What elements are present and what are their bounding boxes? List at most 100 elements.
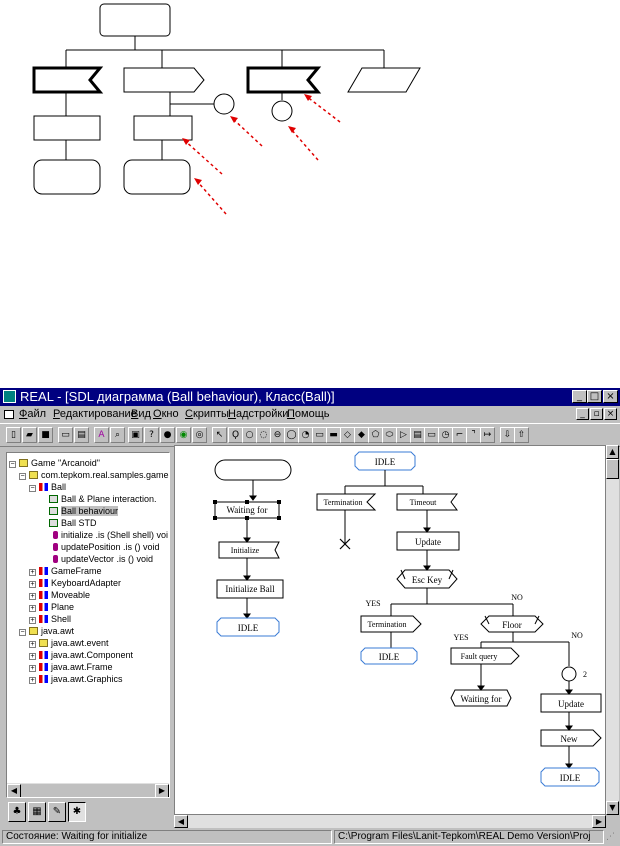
scroll-down-icon[interactable]: ▼ xyxy=(606,801,619,815)
canvas-horizontal-scrollbar[interactable]: ◀ ▶ xyxy=(174,815,606,828)
expand-icon[interactable]: + xyxy=(29,605,36,612)
tree-item-ball[interactable]: −Ball xyxy=(29,482,67,492)
arrow-up-icon[interactable]: ⇧ xyxy=(514,427,529,443)
child-close-button[interactable]: × xyxy=(604,408,617,420)
output-fault-query[interactable] xyxy=(450,647,520,665)
tree-item-initialize[interactable]: initialize .is (Shell shell) voi xyxy=(53,530,168,541)
task-update-2[interactable] xyxy=(540,693,602,713)
arrow-down-icon[interactable]: ⇩ xyxy=(500,427,515,443)
tree-item-shell[interactable]: +Shell xyxy=(29,614,72,624)
tool-timer-icon[interactable]: ◔ xyxy=(298,427,313,443)
decision-floor[interactable] xyxy=(480,615,544,633)
collapse-icon[interactable]: − xyxy=(19,473,26,480)
tree-item-java-awt-graphics[interactable]: +java.awt.Graphics xyxy=(29,674,123,684)
tool-join-icon[interactable]: ⌝ xyxy=(466,427,481,443)
diagram-canvas[interactable]: Waiting for Initialize Initialize Ball I… xyxy=(174,445,606,815)
child-restore-button[interactable]: ▫ xyxy=(590,408,603,420)
task-update-1[interactable] xyxy=(396,531,460,551)
menu-help[interactable]: Помощь xyxy=(287,408,330,420)
tool-connector-in-icon[interactable]: ◌ xyxy=(256,427,271,443)
tool-decision-icon[interactable]: ◇ xyxy=(340,427,355,443)
scroll-left-icon[interactable]: ◀ xyxy=(7,784,21,797)
tool-output-icon[interactable]: ▷ xyxy=(396,427,411,443)
tree-item-gameframe[interactable]: +GameFrame xyxy=(29,566,102,576)
tree-item-keyboardadapter[interactable]: +KeyboardAdapter xyxy=(29,578,122,588)
collapse-icon[interactable]: − xyxy=(19,629,26,636)
open-folder-icon[interactable]: ▰ xyxy=(22,427,37,443)
tool-circle-icon[interactable]: ◯ xyxy=(284,427,299,443)
title-bar[interactable]: REAL - [SDL диаграмма (Ball behaviour), … xyxy=(0,388,620,406)
menu-view[interactable]: Вид xyxy=(131,408,151,420)
tool-start-icon[interactable]: Ϙ xyxy=(228,427,243,443)
expand-icon[interactable]: + xyxy=(29,677,36,684)
tool-task-icon[interactable]: ▭ xyxy=(312,427,327,443)
project-tree[interactable]: −Game "Arcanoid" −com.tepkom.real.sample… xyxy=(6,452,170,798)
tab-diagram-icon[interactable]: ▦ xyxy=(28,802,46,822)
state-idle-3[interactable] xyxy=(540,767,600,787)
collapse-icon[interactable]: − xyxy=(9,461,16,468)
waiting-state[interactable] xyxy=(450,689,512,707)
build-icon[interactable]: ● xyxy=(160,427,175,443)
maximize-button[interactable]: □ xyxy=(587,390,602,403)
canvas-vertical-scrollbar[interactable]: ▲ ▼ xyxy=(606,445,619,815)
tab-run-icon[interactable]: ✱ xyxy=(68,802,86,822)
expand-icon[interactable]: + xyxy=(29,653,36,660)
save-icon[interactable]: ■ xyxy=(38,427,53,443)
tree-item-updateposition[interactable]: updatePosition .is () void xyxy=(53,542,160,553)
expand-icon[interactable]: + xyxy=(29,593,36,600)
tool-state-icon[interactable]: ⬭ xyxy=(382,427,397,443)
menu-edit[interactable]: Редактирование xyxy=(53,408,137,420)
close-button[interactable]: × xyxy=(603,390,618,403)
new-file-icon[interactable]: ▯ xyxy=(6,427,21,443)
scroll-up-icon[interactable]: ▲ xyxy=(606,445,619,459)
vertical-scroll-thumb[interactable] xyxy=(606,459,619,479)
tree-item-game[interactable]: −Game "Arcanoid" xyxy=(9,458,100,468)
child-minimize-button[interactable]: _ xyxy=(576,408,589,420)
document-icon[interactable] xyxy=(4,410,14,419)
tree-item-ball-behaviour[interactable]: Ball behaviour xyxy=(49,506,119,517)
expand-icon[interactable]: + xyxy=(29,665,36,672)
help-icon[interactable]: ? xyxy=(144,427,159,443)
tool-comment-icon[interactable]: ⌐ xyxy=(452,427,467,443)
expand-icon[interactable]: + xyxy=(29,617,36,624)
tree-item-ball-std[interactable]: Ball STD xyxy=(49,518,97,529)
clipboard-icon[interactable]: ▣ xyxy=(128,427,143,443)
tool-span-icon[interactable]: ↦ xyxy=(480,427,495,443)
menu-window[interactable]: Окно xyxy=(153,408,179,420)
tree-item-java-awt-component[interactable]: +java.awt.Component xyxy=(29,650,134,660)
tree-item-java-awt[interactable]: −java.awt xyxy=(19,626,75,636)
tree-item-moveable[interactable]: +Moveable xyxy=(29,590,91,600)
tree-item-package[interactable]: −com.tepkom.real.samples.game xyxy=(19,470,169,480)
app-icon[interactable] xyxy=(3,390,16,403)
print-preview-icon[interactable]: ▭ xyxy=(58,427,73,443)
connector-2[interactable] xyxy=(561,666,577,682)
decision-esc-key[interactable] xyxy=(396,569,458,589)
tree-item-updatevector[interactable]: updateVector .is () void xyxy=(53,554,153,565)
pointer-icon[interactable]: ↖ xyxy=(212,427,227,443)
tool-text-icon[interactable]: ▤ xyxy=(410,427,425,443)
tab-tree-icon[interactable]: ♣ xyxy=(8,802,26,822)
scroll-left-icon[interactable]: ◀ xyxy=(174,815,188,828)
task-initialize-ball[interactable] xyxy=(216,579,284,599)
tool-clock-icon[interactable]: ◷ xyxy=(438,427,453,443)
debug-icon[interactable]: ◎ xyxy=(192,427,207,443)
state-idle-2[interactable] xyxy=(360,647,418,665)
tool-stop-icon[interactable]: ○ xyxy=(242,427,257,443)
tree-item-plane[interactable]: +Plane xyxy=(29,602,75,612)
tool-connector-out-icon[interactable]: ⊖ xyxy=(270,427,285,443)
scroll-right-icon[interactable]: ▶ xyxy=(592,815,606,828)
print-icon[interactable]: ▤ xyxy=(74,427,89,443)
tool-process-icon[interactable]: ▬ xyxy=(326,427,341,443)
tool-choice-icon[interactable]: ◆ xyxy=(354,427,369,443)
expand-icon[interactable]: + xyxy=(29,641,36,648)
input-timeout[interactable] xyxy=(396,493,458,511)
input-termination[interactable] xyxy=(316,493,377,511)
collapse-icon[interactable]: − xyxy=(29,485,36,492)
output-termination[interactable] xyxy=(360,615,422,633)
zoom-icon[interactable]: ⌕ xyxy=(110,427,125,443)
tab-tools-icon[interactable]: ✎ xyxy=(48,802,66,822)
input-initialize[interactable] xyxy=(218,541,280,559)
tree-item-java-awt-event[interactable]: +java.awt.event xyxy=(29,638,109,648)
output-new[interactable] xyxy=(540,729,602,747)
minimize-button[interactable]: _ xyxy=(572,390,587,403)
